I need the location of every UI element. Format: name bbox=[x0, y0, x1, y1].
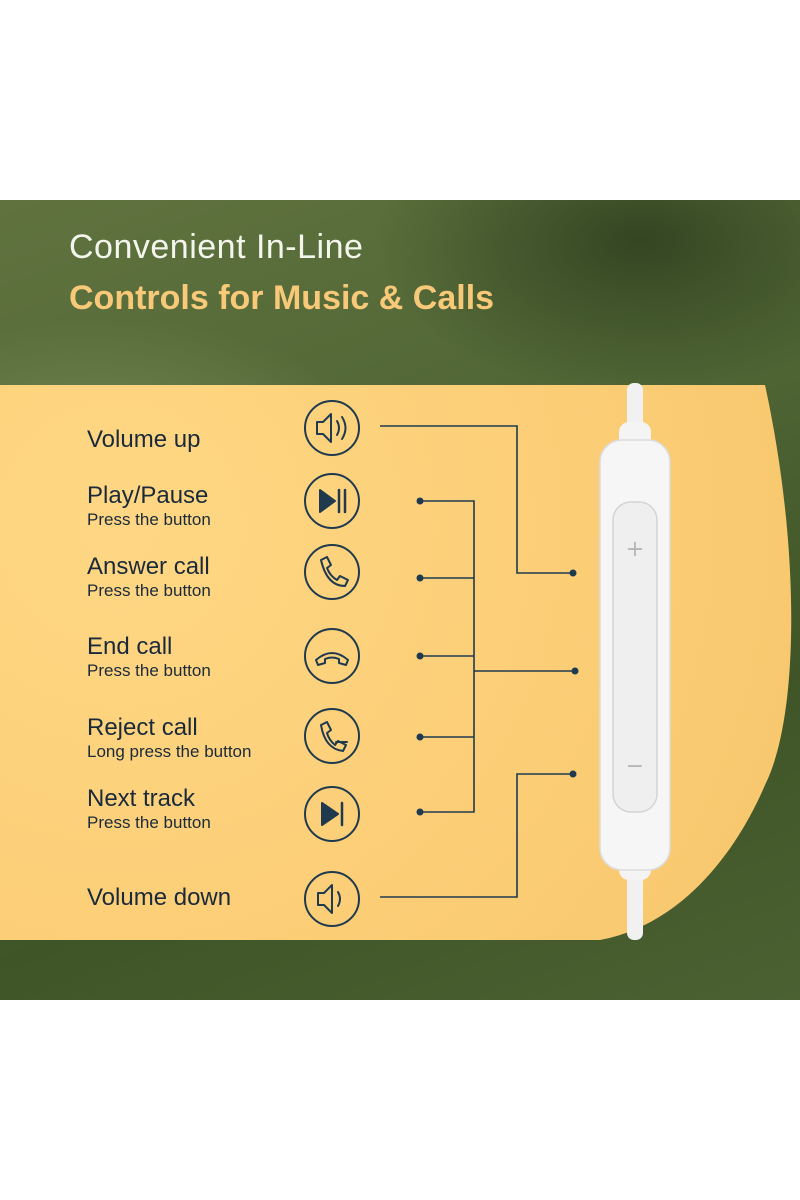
answer-call-hint: Press the button bbox=[87, 581, 211, 600]
end-call-hint: Press the button bbox=[87, 661, 211, 680]
next-track-hint: Press the button bbox=[87, 813, 211, 832]
label-volume-up: Volume up bbox=[87, 427, 200, 453]
label-play-pause: Play/Pause Press the button bbox=[87, 483, 211, 530]
headline-line-2: Controls for Music & Calls bbox=[69, 279, 495, 317]
play-pause-glyph bbox=[319, 488, 347, 514]
label-reject-call: Reject call Long press the button bbox=[87, 715, 251, 762]
reject-call-hint: Long press the button bbox=[87, 742, 252, 761]
reject-call-label: Reject call bbox=[87, 714, 198, 741]
phone-reject-glyph bbox=[320, 721, 348, 752]
label-end-call: End call Press the button bbox=[87, 634, 211, 681]
dot-next-track bbox=[416, 808, 424, 816]
remote-button-rocker bbox=[612, 501, 658, 813]
dot-center-button bbox=[571, 667, 579, 675]
dot-volume-down-button bbox=[569, 770, 577, 778]
connector-volume-up bbox=[380, 425, 573, 574]
phone-end-glyph bbox=[315, 652, 349, 666]
connector-lines bbox=[380, 425, 575, 898]
remote-plus-symbol: + bbox=[626, 537, 644, 562]
next-track-label: Next track bbox=[87, 785, 196, 812]
play-pause-hint: Press the button bbox=[87, 510, 211, 529]
dot-play-pause bbox=[416, 497, 424, 505]
connector-dots bbox=[416, 497, 579, 816]
end-call-label: End call bbox=[87, 633, 173, 660]
headline: Convenient In-Line Controls for Music & … bbox=[69, 228, 494, 318]
label-next-track: Next track Press the button bbox=[87, 786, 211, 833]
connector-volume-down bbox=[380, 773, 573, 898]
remote-minus-symbol: − bbox=[626, 754, 644, 779]
controls-overlay: + − bbox=[304, 383, 671, 940]
volume-down-glyph bbox=[317, 884, 341, 914]
dot-answer-call bbox=[416, 574, 424, 582]
label-volume-down: Volume down bbox=[87, 885, 231, 911]
dot-end-call bbox=[416, 652, 424, 660]
next-track-icon bbox=[304, 786, 360, 842]
phone-end-icon bbox=[304, 628, 360, 684]
dot-reject-call bbox=[416, 733, 424, 741]
volume-up-icon bbox=[304, 400, 360, 456]
phone-answer-glyph bbox=[320, 556, 349, 587]
phone-reject-icon bbox=[304, 708, 360, 764]
volume-down-label: Volume down bbox=[87, 884, 232, 911]
phone-answer-icon bbox=[304, 544, 360, 600]
label-answer-call: Answer call Press the button bbox=[87, 554, 211, 601]
product-banner: Convenient In-Line Controls for Music & … bbox=[0, 200, 800, 1000]
dot-volume-up-button bbox=[569, 569, 577, 577]
volume-up-glyph bbox=[316, 413, 347, 443]
answer-call-label: Answer call bbox=[87, 553, 210, 580]
volume-down-icon bbox=[304, 871, 360, 927]
headline-line-1: Convenient In-Line bbox=[69, 228, 364, 266]
volume-up-label: Volume up bbox=[87, 426, 201, 453]
next-track-glyph bbox=[321, 801, 344, 827]
play-pause-icon bbox=[304, 473, 360, 529]
play-pause-label: Play/Pause bbox=[87, 482, 209, 509]
